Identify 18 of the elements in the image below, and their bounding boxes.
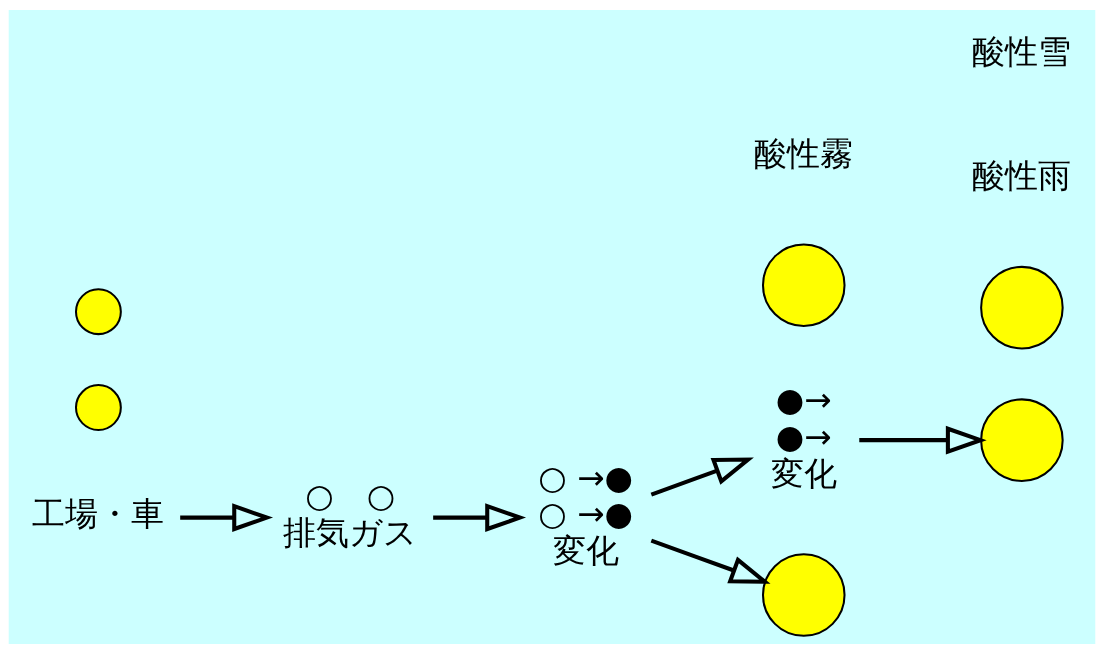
- node-circle: [761, 553, 846, 637]
- node-text: ○ →● ○ →● 変化: [538, 458, 633, 571]
- label: 酸性霧: [754, 134, 854, 173]
- label: 酸性雨: [972, 156, 1072, 195]
- node-circle: [980, 265, 1064, 350]
- node-circle: [74, 384, 122, 431]
- label: 酸性雪: [972, 32, 1072, 71]
- node-text: ○ ○ 排気ガス: [283, 477, 418, 552]
- node-text: ●→ ●→ 変化: [770, 381, 837, 493]
- arrow: [433, 503, 527, 532]
- node-circle: [980, 398, 1064, 482]
- arrow: [650, 457, 754, 497]
- node-circle: [761, 243, 846, 327]
- arrow: [650, 538, 771, 584]
- arrow: [859, 425, 987, 455]
- node-text: 工場・車: [32, 495, 165, 534]
- arrow: [180, 503, 274, 532]
- node-circle: [74, 288, 122, 336]
